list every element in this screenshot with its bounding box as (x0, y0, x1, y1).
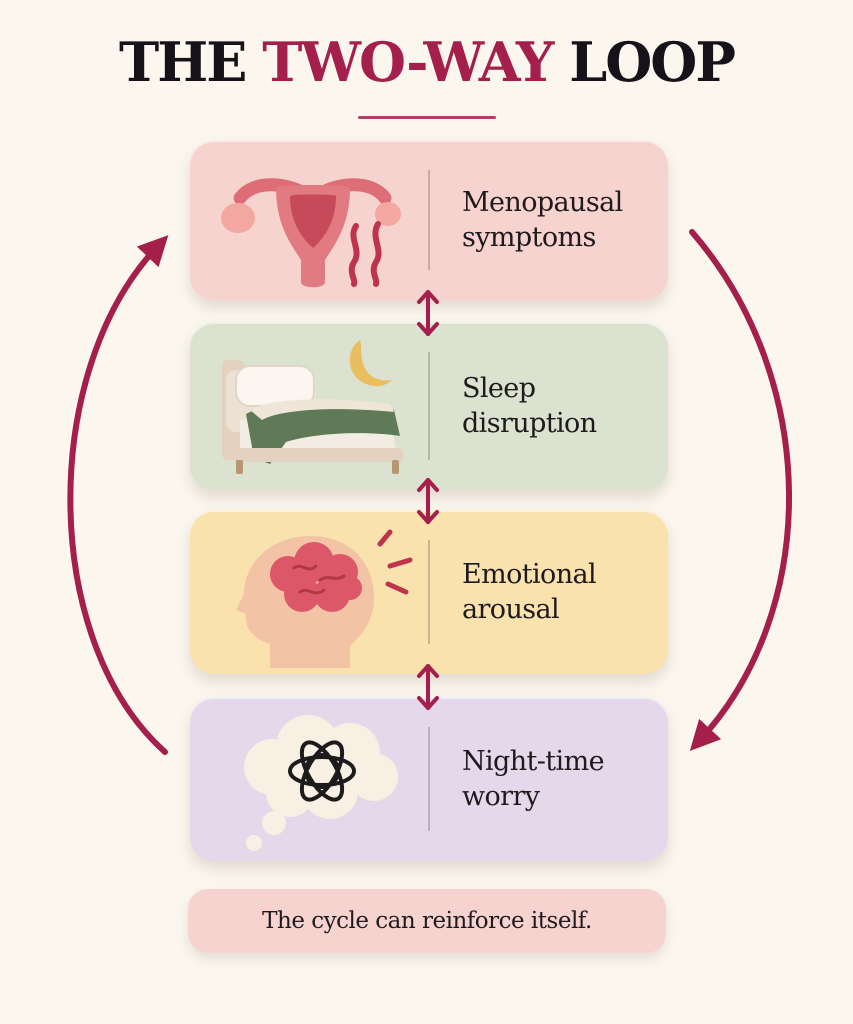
double-arrow-2-3 (417, 478, 439, 524)
title-underline (358, 116, 496, 119)
title-part-1: THE (119, 30, 263, 94)
step-label-line-2: arousal (462, 594, 560, 625)
card-sleep-disruption: Sleep disruption (190, 322, 668, 490)
step-label-line-1: Night-time (462, 745, 605, 777)
bed-moon-icon (222, 340, 404, 474)
card-divider (428, 170, 430, 270)
double-arrow-3-4 (417, 664, 439, 710)
uterus-icon (221, 178, 401, 288)
card-divider (428, 540, 430, 644)
step-label-line-2: worry (462, 781, 540, 812)
page-title: THE TWO-WAY LOOP (0, 30, 853, 94)
card-divider (428, 352, 430, 460)
right-loop-arrow (689, 229, 792, 752)
double-arrow-1-2 (417, 290, 439, 336)
step-label: Sleep disruption (462, 371, 597, 441)
step-label-line-1: Menopausal (462, 186, 623, 218)
step-label: Menopausal symptoms (462, 185, 623, 255)
card-divider (428, 727, 430, 831)
thought-cloud-icon (244, 715, 398, 851)
left-loop-arrow (67, 235, 169, 755)
step-label: Emotional arousal (462, 557, 597, 627)
step-label-line-2: symptoms (462, 222, 596, 253)
step-label-line-1: Emotional (462, 558, 597, 590)
step-label: Night-time worry (462, 744, 605, 814)
title-part-2: LOOP (552, 30, 736, 94)
brain-head-icon (236, 529, 413, 668)
card-night-time-worry: Night-time worry (190, 697, 668, 861)
step-label-line-2: disruption (462, 408, 597, 439)
card-emotional-arousal: Emotional arousal (190, 510, 668, 674)
card-menopausal-symptoms: Menopausal symptoms (190, 140, 668, 300)
step-label-line-1: Sleep (462, 372, 536, 404)
title-accent: TWO-WAY (262, 30, 554, 94)
footer-note: The cycle can reinforce itself. (188, 889, 666, 953)
